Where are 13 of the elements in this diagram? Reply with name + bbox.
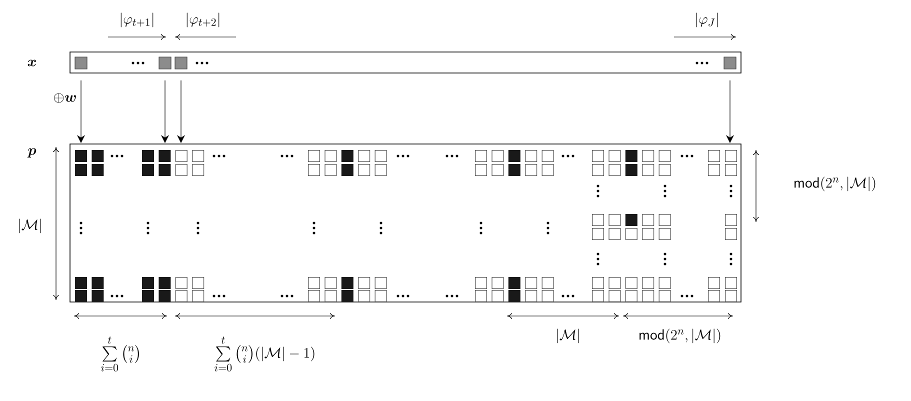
- dimension-label: $|\varphi_{t+1}|$: [120, 12, 154, 28]
- edge-label: $\oplus\boldsymbol{w}$: [54, 93, 76, 103]
- dimension-label: $\sum\limits_{i=0}^{t}\binom{n}{i}$: [101, 336, 139, 372]
- node-label: $\boldsymbol{x}$: [28, 60, 36, 66]
- node-label: $\boldsymbol{p}$: [27, 148, 36, 158]
- dimension-label: $|\varphi_{t+2}|$: [186, 12, 220, 28]
- dimension-label: $|\mathcal{M}|$: [557, 328, 579, 344]
- dimension-label: $|\mathcal{M}|$: [19, 218, 41, 234]
- dimension-label: $\mathsf{mod}(2^n,|\mathcal{M}|)$: [640, 328, 720, 344]
- dimension-label: $\mathsf{mod}(2^n,|\mathcal{M}|)$: [794, 176, 876, 192]
- dimension-label: $|\varphi_J|$: [696, 12, 718, 28]
- dimension-label: $\sum\limits_{i=0}^{t}\binom{n}{i}(|\mathcal{M}|-1)$: [214, 336, 314, 372]
- bit-vector-box: $\boldsymbol{x}$: [28, 52, 742, 74]
